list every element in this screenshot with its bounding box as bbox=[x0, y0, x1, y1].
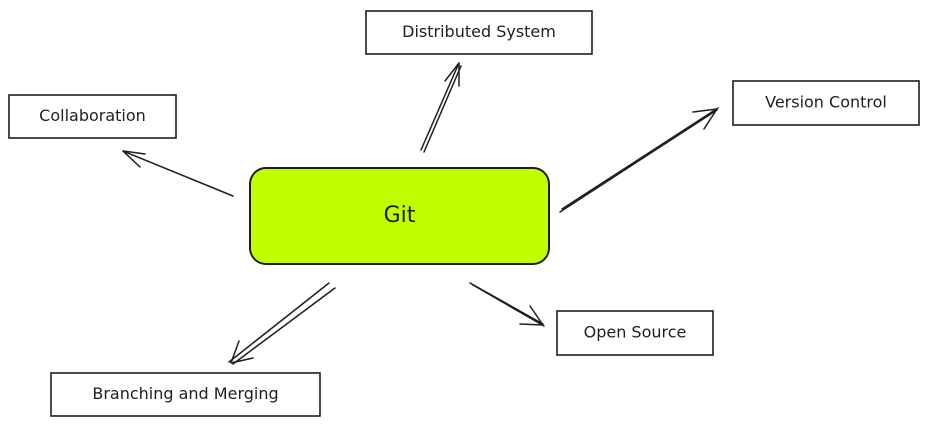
arrow-to-collaboration bbox=[122, 150, 234, 197]
node-branching-and-merging[interactable]: Branching and Merging bbox=[50, 372, 321, 417]
central-node-label: Git bbox=[384, 203, 416, 228]
node-label: Open Source bbox=[584, 323, 687, 342]
node-box bbox=[50, 372, 321, 417]
central-node-git[interactable]: Git bbox=[249, 167, 550, 265]
node-label: Version Control bbox=[765, 93, 887, 112]
node-label: Branching and Merging bbox=[92, 384, 278, 403]
central-node-box bbox=[249, 167, 550, 265]
node-open-source[interactable]: Open Source bbox=[556, 310, 714, 356]
node-label: Distributed System bbox=[402, 22, 556, 41]
node-box bbox=[556, 310, 714, 356]
node-collaboration[interactable]: Collaboration bbox=[8, 94, 177, 139]
node-label: Collaboration bbox=[39, 106, 146, 125]
node-box bbox=[8, 94, 177, 139]
arrow-to-distributed-system bbox=[420, 62, 462, 153]
node-box bbox=[732, 80, 920, 126]
arrow-to-open-source bbox=[469, 282, 545, 327]
node-distributed-system[interactable]: Distributed System bbox=[365, 10, 593, 55]
arrow-to-version-control bbox=[559, 107, 719, 213]
arrow-to-branching-and-merging bbox=[228, 282, 336, 365]
node-version-control[interactable]: Version Control bbox=[732, 80, 920, 126]
node-box bbox=[365, 10, 593, 55]
